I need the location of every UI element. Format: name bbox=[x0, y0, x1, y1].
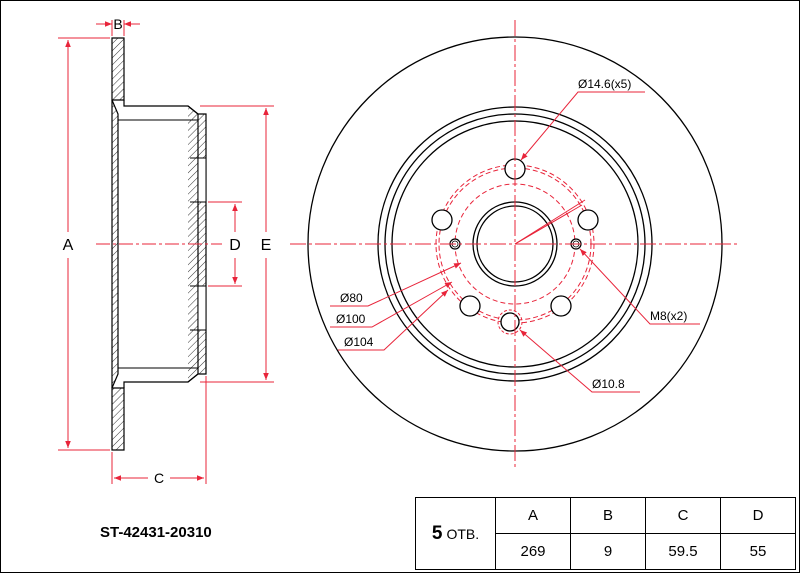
callout-d104: Ø104 bbox=[344, 335, 374, 349]
dim-label-b: B bbox=[113, 16, 122, 32]
holes-count: 5 bbox=[431, 522, 443, 544]
callout-d100: Ø100 bbox=[336, 312, 366, 326]
spec-value-c: 59.5 bbox=[645, 533, 721, 570]
spec-value-d: 55 bbox=[720, 533, 796, 570]
bolt-hole-3 bbox=[577, 209, 599, 231]
face-hole-top bbox=[197, 157, 207, 203]
bolt-hole-2 bbox=[431, 209, 453, 231]
dim-label-e: E bbox=[261, 237, 272, 254]
face-hole-bottom bbox=[197, 285, 207, 331]
spec-value-a: 269 bbox=[495, 533, 571, 570]
bolt-hole-5 bbox=[550, 295, 572, 317]
holes-unit: ОТВ. bbox=[446, 525, 480, 542]
front-view: Ø14.6(x5) M8(x2) Ø10.8 Ø80 Ø100 Ø104 bbox=[290, 20, 740, 468]
callout-locator: Ø10.8 bbox=[592, 377, 625, 391]
locator-hole bbox=[500, 312, 520, 332]
spec-header-c: C bbox=[645, 497, 721, 534]
callout-d80: Ø80 bbox=[340, 291, 363, 305]
rotor-ring-top bbox=[111, 37, 125, 101]
dim-label-d: D bbox=[229, 237, 241, 254]
bolt-hole-4 bbox=[459, 295, 481, 317]
dim-label-c: C bbox=[154, 470, 164, 486]
spec-header-b: B bbox=[570, 497, 646, 534]
dim-label-a: A bbox=[63, 237, 74, 254]
spec-value-b: 9 bbox=[570, 533, 646, 570]
spec-header-d: D bbox=[720, 497, 796, 534]
callout-thread: M8(x2) bbox=[650, 309, 687, 323]
side-section-view: B A D E C bbox=[58, 16, 274, 486]
rotor-ring-bottom bbox=[111, 387, 125, 451]
part-number: ST-42431-20310 bbox=[100, 524, 212, 541]
spec-header-a: A bbox=[495, 497, 571, 534]
callout-bolt-hole: Ø14.6(x5) bbox=[578, 77, 631, 91]
